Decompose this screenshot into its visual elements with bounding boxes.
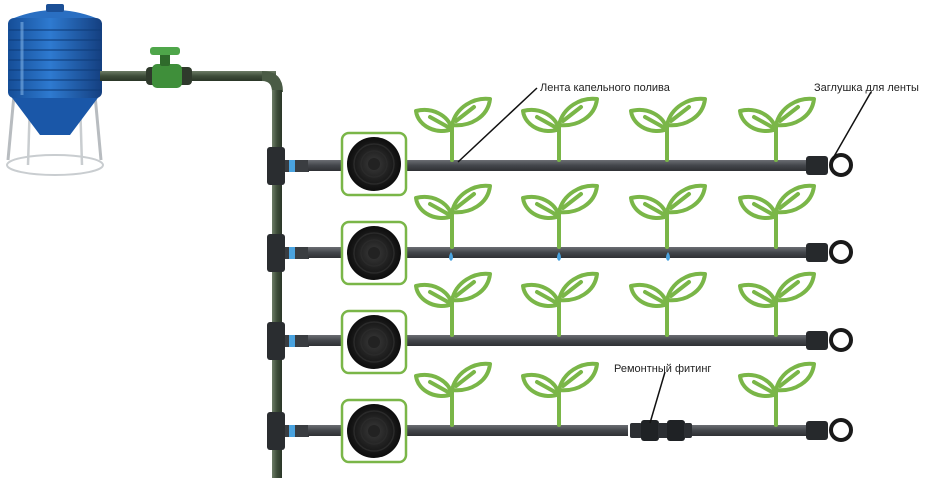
repair-fitting-label: Ремонтный фитинг bbox=[614, 363, 711, 375]
drip-tape bbox=[308, 160, 808, 171]
irrigation-row-2 bbox=[267, 220, 853, 286]
irrigation-row-4 bbox=[267, 398, 853, 464]
plant-icon bbox=[414, 183, 492, 249]
tee-fitting-icon bbox=[267, 322, 309, 360]
tape-plug-leader-line bbox=[831, 91, 872, 161]
plant-icon bbox=[629, 183, 707, 249]
plant-icon bbox=[629, 96, 707, 162]
tape-reel-icon bbox=[340, 131, 408, 197]
plant-icon bbox=[521, 271, 599, 337]
plant-icon bbox=[738, 361, 816, 427]
drip-tape-leader-line bbox=[457, 87, 538, 163]
tape-reel-icon bbox=[340, 220, 408, 286]
end-plug-icon bbox=[806, 418, 853, 442]
end-plug-icon bbox=[806, 240, 853, 264]
plant-icon bbox=[521, 183, 599, 249]
repair-fitting-icon bbox=[630, 420, 692, 441]
valve-icon bbox=[146, 47, 192, 88]
tape-plug-label: Заглушка для ленты bbox=[814, 82, 919, 94]
plant-icon bbox=[738, 271, 816, 337]
tee-fitting-icon bbox=[267, 234, 309, 272]
plant-icon bbox=[629, 271, 707, 337]
plant-icon bbox=[521, 96, 599, 162]
tape-reel-icon bbox=[340, 309, 408, 375]
drip-tape bbox=[690, 425, 808, 436]
tee-fitting-icon bbox=[267, 412, 309, 450]
irrigation-row-3 bbox=[267, 309, 853, 375]
water-drop-icon bbox=[666, 252, 670, 261]
main-supply-pipe bbox=[100, 71, 283, 478]
plant-icon bbox=[414, 361, 492, 427]
water-drop-icon bbox=[557, 252, 561, 261]
plant-icon bbox=[738, 96, 816, 162]
water-tank-icon bbox=[6, 4, 104, 176]
plant-icon bbox=[521, 361, 599, 427]
drip-tape bbox=[308, 425, 628, 436]
tape-reel-icon bbox=[340, 398, 408, 464]
drip-tape bbox=[308, 335, 808, 346]
irrigation-row-1 bbox=[267, 131, 853, 197]
plant-icon bbox=[414, 96, 492, 162]
drip-tape bbox=[308, 247, 808, 258]
water-drop-icon bbox=[449, 252, 453, 261]
plant-icon bbox=[414, 271, 492, 337]
tee-fitting-icon bbox=[267, 147, 309, 185]
end-plug-icon bbox=[806, 153, 853, 177]
repair-fitting-leader-line bbox=[649, 371, 666, 424]
plants-group bbox=[414, 96, 816, 427]
drip-tape-label: Лента капельного полива bbox=[540, 82, 671, 94]
end-plug-icon bbox=[806, 328, 853, 352]
plant-icon bbox=[738, 183, 816, 249]
